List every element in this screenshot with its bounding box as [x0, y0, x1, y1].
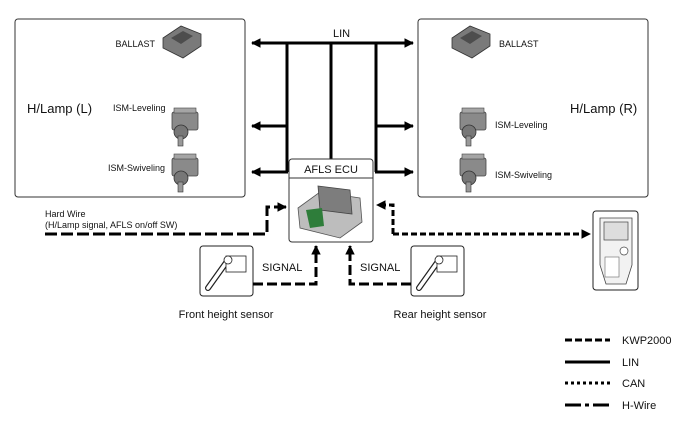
- right-headlamp-box: [417, 18, 649, 198]
- afls-ecu: AFLS ECU: [288, 158, 374, 243]
- diagnostic-scanner: [592, 210, 639, 291]
- hard-wire-line: [45, 202, 287, 236]
- left-ballast-label: BALLAST: [115, 39, 155, 49]
- left-leveling-label: ISM-Leveling: [113, 103, 166, 113]
- ecu-image: [297, 185, 363, 239]
- left-headlamp-group: H/Lamp (L) BALLAST ISM-Leveling ISM-Swiv…: [14, 18, 246, 198]
- right-ballast-label: BALLAST: [499, 39, 539, 49]
- front-height-sensor-image: [200, 246, 253, 296]
- front-sensor-label: Front height sensor: [179, 309, 274, 321]
- front-signal-label: SIGNAL: [262, 262, 302, 274]
- right-swiveling-label: ISM-Swiveling: [495, 170, 552, 180]
- rear-signal-label: SIGNAL: [360, 262, 400, 274]
- legend-lin-label: LIN: [622, 357, 639, 369]
- lin-bus: [251, 38, 414, 177]
- front-signal-line: [253, 245, 321, 286]
- left-swiveling-label: ISM-Swiveling: [108, 163, 165, 173]
- rear-signal-line: [345, 245, 411, 286]
- legend-can-label: CAN: [622, 378, 645, 390]
- kwp2000-line: [376, 200, 591, 239]
- right-leveling-label: ISM-Leveling: [495, 120, 548, 130]
- right-headlamp-group: H/Lamp (R) BALLAST ISM-Leveling ISM-Swiv…: [417, 18, 649, 198]
- right-headlamp-title: H/Lamp (R): [570, 101, 637, 116]
- rear-height-sensor-image: [411, 246, 464, 296]
- left-headlamp-title: H/Lamp (L): [27, 101, 92, 116]
- ecu-title: AFLS ECU: [304, 164, 358, 176]
- left-headlamp-box: [14, 18, 246, 198]
- hard-wire-sublabel: (H/Lamp signal, AFLS on/off SW): [45, 220, 177, 230]
- legend-hwire-label: H-Wire: [622, 400, 656, 412]
- rear-sensor-label: Rear height sensor: [394, 309, 487, 321]
- legend: KWP2000 LIN CAN H-Wire: [565, 335, 672, 412]
- legend-kwp2000-label: KWP2000: [622, 335, 672, 347]
- hard-wire-label: Hard Wire: [45, 209, 86, 219]
- lin-bus-label: LIN: [333, 28, 350, 40]
